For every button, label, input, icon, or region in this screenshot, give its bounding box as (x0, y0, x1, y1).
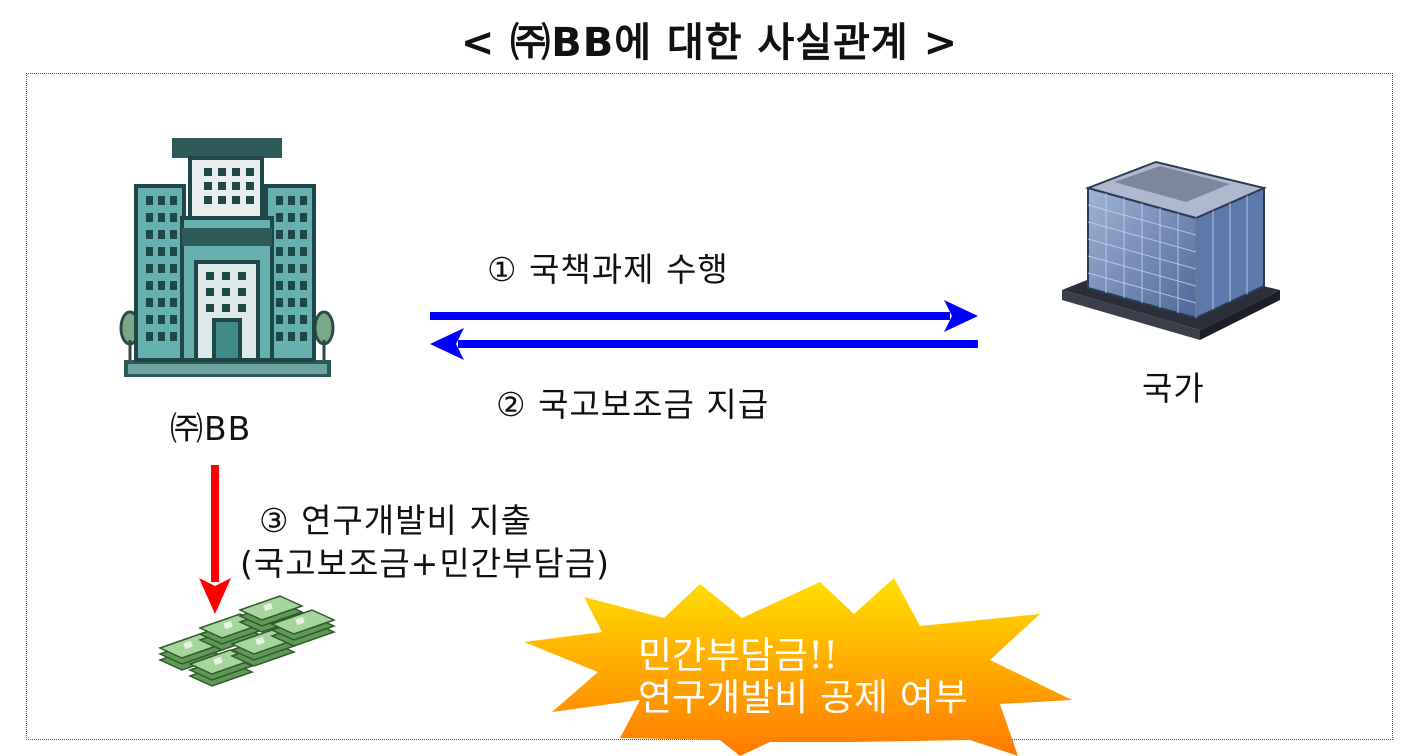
callout-line2: 연구개발비 공제 여부 (638, 676, 968, 719)
state-label: 국가 (1142, 369, 1205, 408)
callout-line1: 민간부담금!! (638, 634, 838, 677)
task-label: ① 국책과제 수행 (487, 250, 729, 289)
subsidy-label: ② 국고보조금 지급 (496, 385, 770, 424)
rnd-arrow (199, 465, 231, 614)
rnd-label-line2: (국고보조금+민간부담금) (240, 544, 610, 583)
rnd-label-line1: ③ 연구개발비 지출 (259, 501, 533, 540)
company-building-icon (119, 138, 335, 377)
government-building-icon (1062, 160, 1280, 340)
diagram-title: < ㈜BB에 대한 사실관계 > (460, 20, 959, 66)
task-arrow (430, 300, 978, 332)
subsidy-arrow (430, 328, 978, 360)
money-stack-icon (157, 595, 337, 687)
callout-burst (524, 578, 1072, 756)
company-label: ㈜BB (170, 409, 252, 448)
